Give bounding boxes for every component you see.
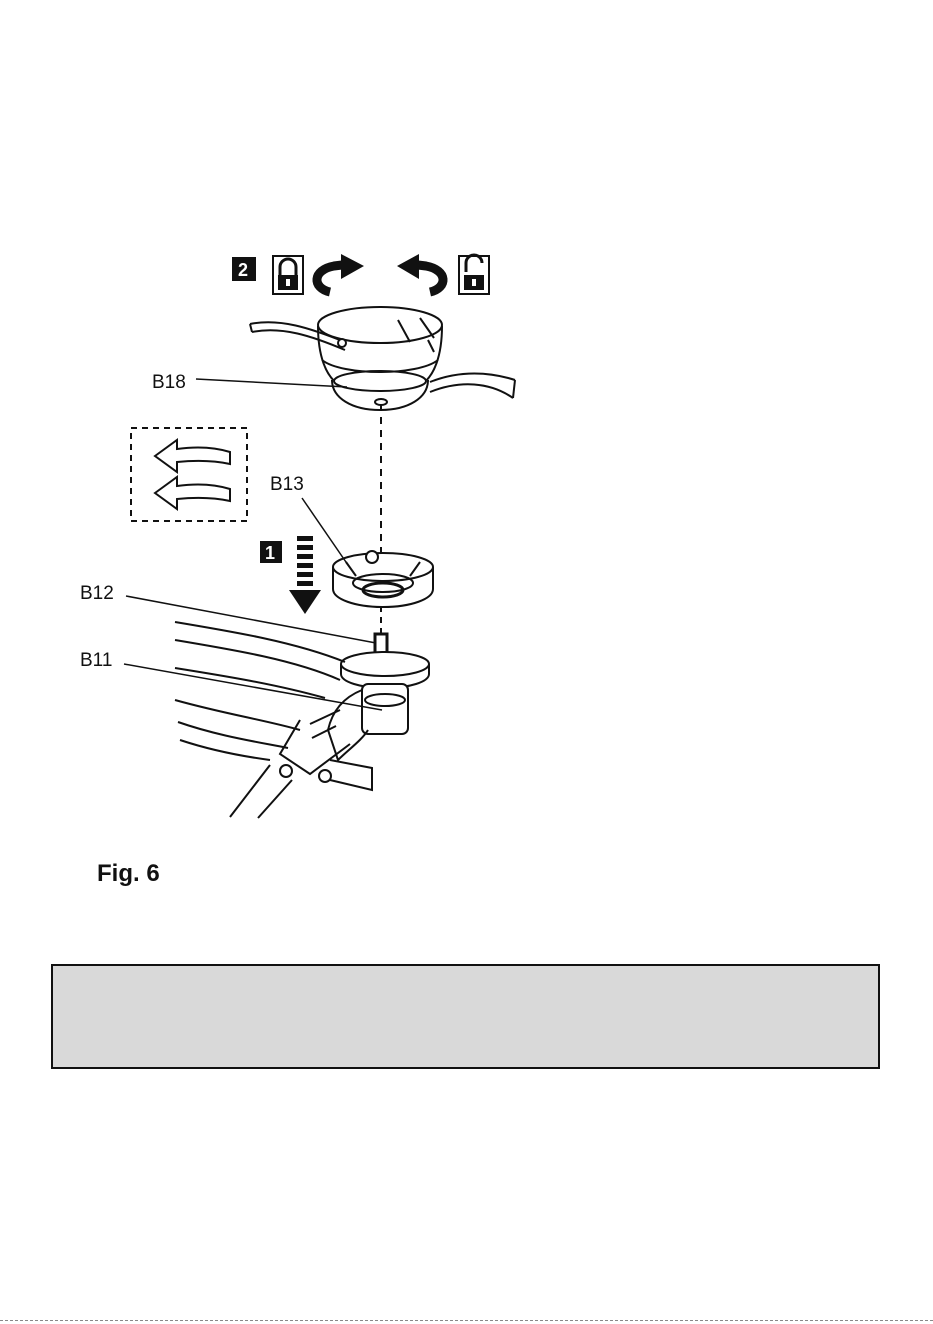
- rotate-counterclockwise-icon: [397, 254, 443, 292]
- push-down-arrow-icon: [289, 536, 321, 614]
- callout-b12: B12: [80, 583, 114, 604]
- lock-open-icon: [459, 255, 489, 294]
- lock-closed-icon: [273, 256, 303, 294]
- step-1-label: 1: [265, 543, 275, 563]
- step-2-badge: 2: [232, 257, 256, 281]
- bottom-rule: [0, 1320, 933, 1321]
- step-1-badge: 1: [260, 541, 282, 563]
- gear-head-b11: [175, 622, 429, 818]
- figure-caption: Fig. 6: [97, 860, 160, 888]
- note-box: [51, 964, 880, 1069]
- assembly-diagram: 2: [0, 0, 933, 900]
- direction-box: [131, 428, 247, 521]
- callout-b11: B11: [80, 650, 112, 671]
- rotate-clockwise-icon: [317, 254, 364, 292]
- callout-b18: B18: [152, 372, 186, 393]
- trimmer-head-b18: [250, 307, 515, 410]
- step-2-label: 2: [238, 260, 248, 280]
- spool-holder-b13: [333, 551, 433, 607]
- callout-b13: B13: [270, 474, 304, 495]
- direction-arrow-icon: [155, 440, 230, 509]
